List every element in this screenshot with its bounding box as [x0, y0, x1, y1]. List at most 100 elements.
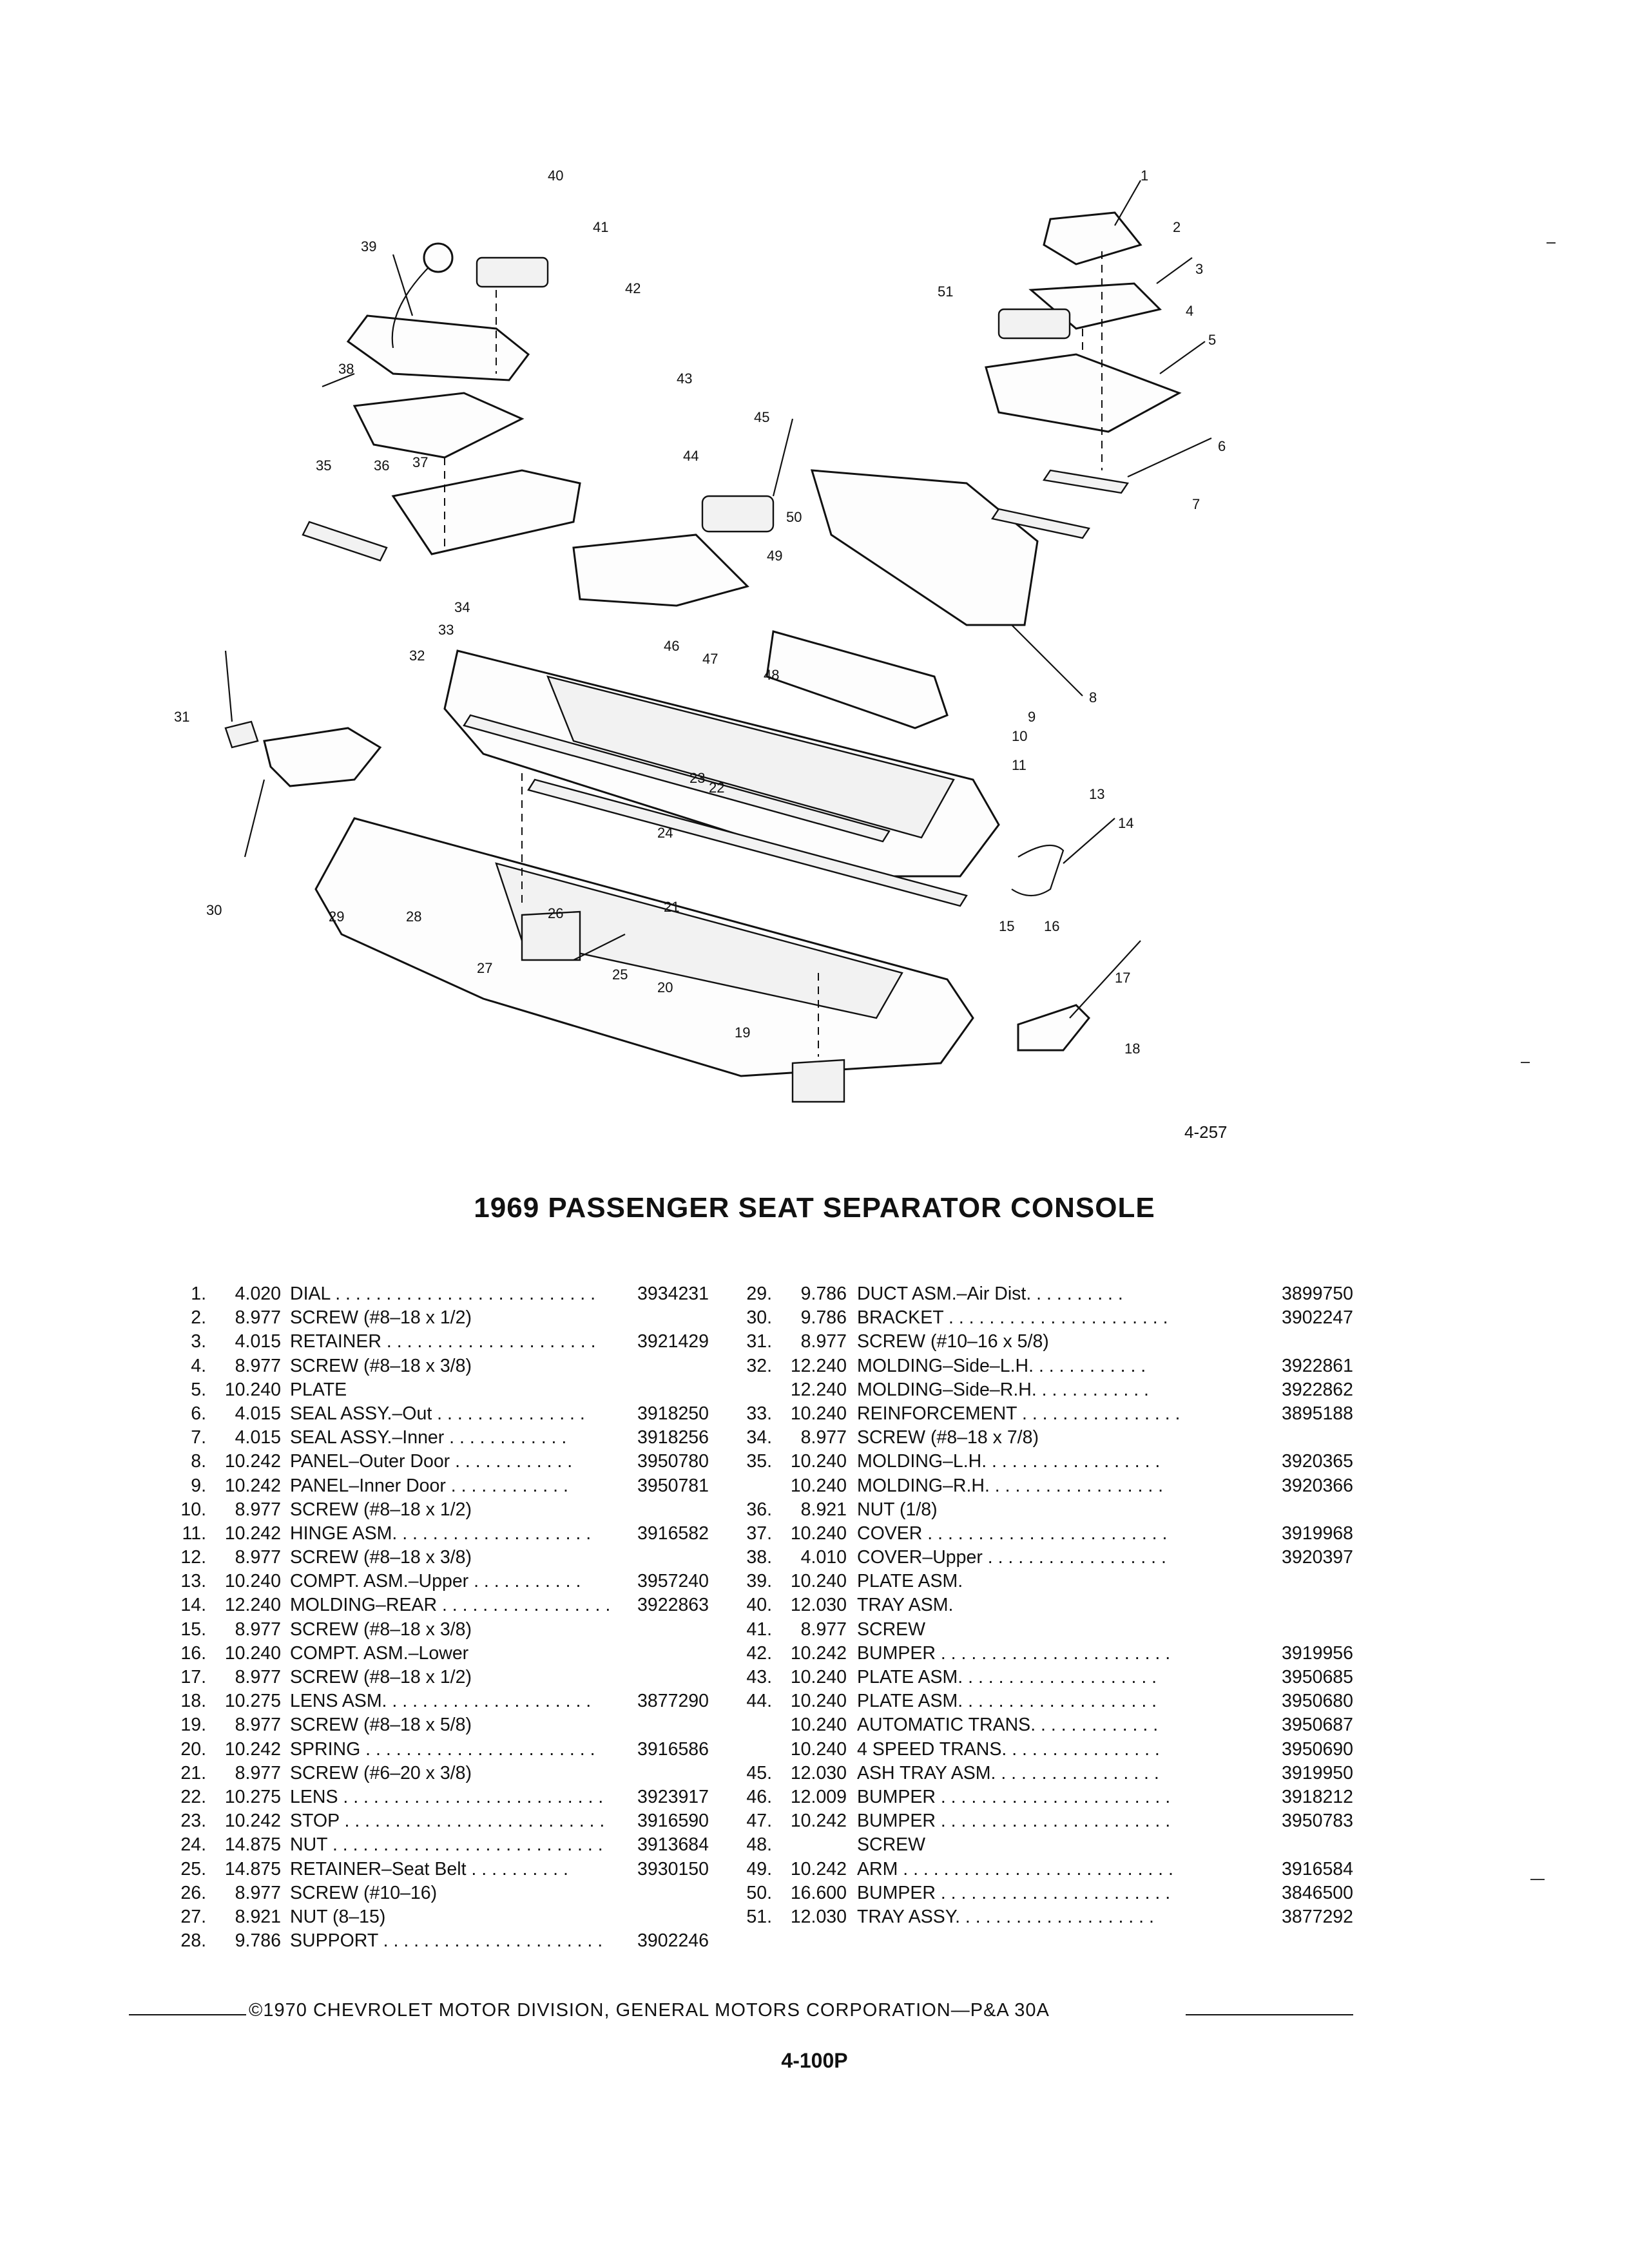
part-description: COMPT. ASM.–Upper . . . . . . . . . . . — [290, 1571, 581, 1592]
part-description: SPRING . . . . . . . . . . . . . . . . .… — [290, 1738, 595, 1760]
part-number-index: 48. — [746, 1834, 772, 1856]
callout-8: 8 — [1089, 689, 1097, 706]
part-number-index: 34. — [746, 1427, 772, 1448]
part-description: HINGE ASM. . . . . . . . . . . . . . . .… — [290, 1523, 592, 1544]
callout-50: 50 — [786, 509, 802, 525]
part-number-index: 16. — [180, 1642, 206, 1664]
part-number: 3920366 — [1282, 1475, 1353, 1496]
part-description: ARM . . . . . . . . . . . . . . . . . . … — [857, 1858, 1173, 1879]
callout-6: 6 — [1218, 438, 1226, 454]
group-number: 8.921 — [235, 1906, 281, 1927]
callout-49: 49 — [767, 548, 782, 564]
group-number: 10.240 — [790, 1715, 847, 1736]
part-number: 3916582 — [637, 1523, 709, 1544]
part-number-index: 51. — [746, 1906, 772, 1927]
callout-30: 30 — [206, 902, 222, 918]
part-description: SCREW — [857, 1619, 926, 1640]
group-number: 8.977 — [235, 1547, 281, 1568]
callout-24: 24 — [657, 825, 673, 841]
part-number-index: 1. — [191, 1283, 206, 1304]
part-number-index: 25. — [180, 1858, 206, 1879]
rear-molding-drawing — [1011, 844, 1065, 896]
page-title: 1969 PASSENGER SEAT SEPARATOR CONSOLE — [474, 1192, 1155, 1224]
part-number: 3919956 — [1282, 1642, 1353, 1664]
leader-line — [1127, 437, 1212, 477]
group-number: 4.015 — [235, 1427, 281, 1448]
part-description: NUT . . . . . . . . . . . . . . . . . . … — [290, 1834, 603, 1856]
part-description: RETAINER . . . . . . . . . . . . . . . .… — [290, 1331, 596, 1352]
leader-line — [1159, 341, 1206, 374]
leader-line — [573, 934, 626, 961]
tray-drawing — [476, 256, 549, 288]
callout-31: 31 — [174, 709, 189, 725]
part-number-index: 38. — [746, 1547, 772, 1568]
part-description: SCREW (#10–16) — [290, 1882, 438, 1903]
part-number-index: 10. — [180, 1499, 206, 1520]
group-number: 14.875 — [224, 1858, 281, 1879]
callout-14: 14 — [1118, 815, 1133, 831]
part-number-index: 14. — [180, 1595, 206, 1616]
group-number: 9.786 — [800, 1283, 847, 1304]
callout-19: 19 — [735, 1024, 750, 1041]
part-description: NUT (8–15) — [290, 1906, 386, 1927]
inner-door-drawing — [766, 630, 949, 729]
part-description: LENS . . . . . . . . . . . . . . . . . .… — [290, 1786, 604, 1807]
group-number: 16.600 — [790, 1882, 847, 1903]
group-number: 12.240 — [790, 1379, 847, 1400]
side-molding-lower — [527, 778, 968, 907]
part-number-index: 43. — [746, 1667, 772, 1687]
part-number-index: 41. — [746, 1619, 772, 1640]
part-number: 3877292 — [1282, 1906, 1353, 1927]
lower-compartment-floor — [495, 862, 903, 1019]
part-number-index: 20. — [180, 1738, 206, 1760]
part-description: NUT (1/8) — [857, 1499, 938, 1520]
part-description: PLATE ASM. . . . . . . . . . . . . . . .… — [857, 1667, 1157, 1687]
part-description: SCREW (#8–18 x 3/8) — [290, 1619, 472, 1640]
part-number-index: 17. — [180, 1667, 206, 1687]
margin-mark — [1547, 242, 1556, 244]
group-number: 8.977 — [235, 1619, 281, 1640]
support-lower-drawing — [791, 1059, 845, 1103]
part-number-index: 19. — [180, 1715, 206, 1736]
callout-9: 9 — [1028, 709, 1036, 725]
part-number: 3957240 — [637, 1571, 709, 1592]
callout-45: 45 — [754, 409, 769, 425]
part-number: 3930150 — [637, 1858, 709, 1879]
part-number: 3921429 — [637, 1331, 709, 1352]
upper-compartment-opening — [546, 675, 955, 839]
part-number: 3920365 — [1282, 1451, 1353, 1472]
callout-21: 21 — [664, 899, 679, 915]
part-number-index: 36. — [746, 1499, 772, 1520]
part-number-index: 18. — [180, 1691, 206, 1712]
part-description: SCREW (#10–16 x 5/8) — [857, 1331, 1049, 1352]
duct-drawing — [263, 727, 382, 787]
part-description: MOLDING–R.H. . . . . . . . . . . . . . .… — [857, 1475, 1164, 1496]
part-description: DIAL . . . . . . . . . . . . . . . . . .… — [290, 1283, 596, 1304]
part-description: SCREW (#8–18 x 5/8) — [290, 1715, 472, 1736]
part-description: PANEL–Outer Door . . . . . . . . . . . . — [290, 1451, 573, 1472]
callout-51: 51 — [938, 284, 953, 300]
part-description: SCREW (#8–18 x 7/8) — [857, 1427, 1039, 1448]
part-number-index: 11. — [182, 1523, 206, 1544]
part-description: MOLDING–L.H. . . . . . . . . . . . . . .… — [857, 1451, 1161, 1472]
part-number: 3916584 — [1282, 1858, 1353, 1879]
leader-line — [1063, 818, 1115, 864]
molding-left-drawing — [302, 521, 388, 562]
